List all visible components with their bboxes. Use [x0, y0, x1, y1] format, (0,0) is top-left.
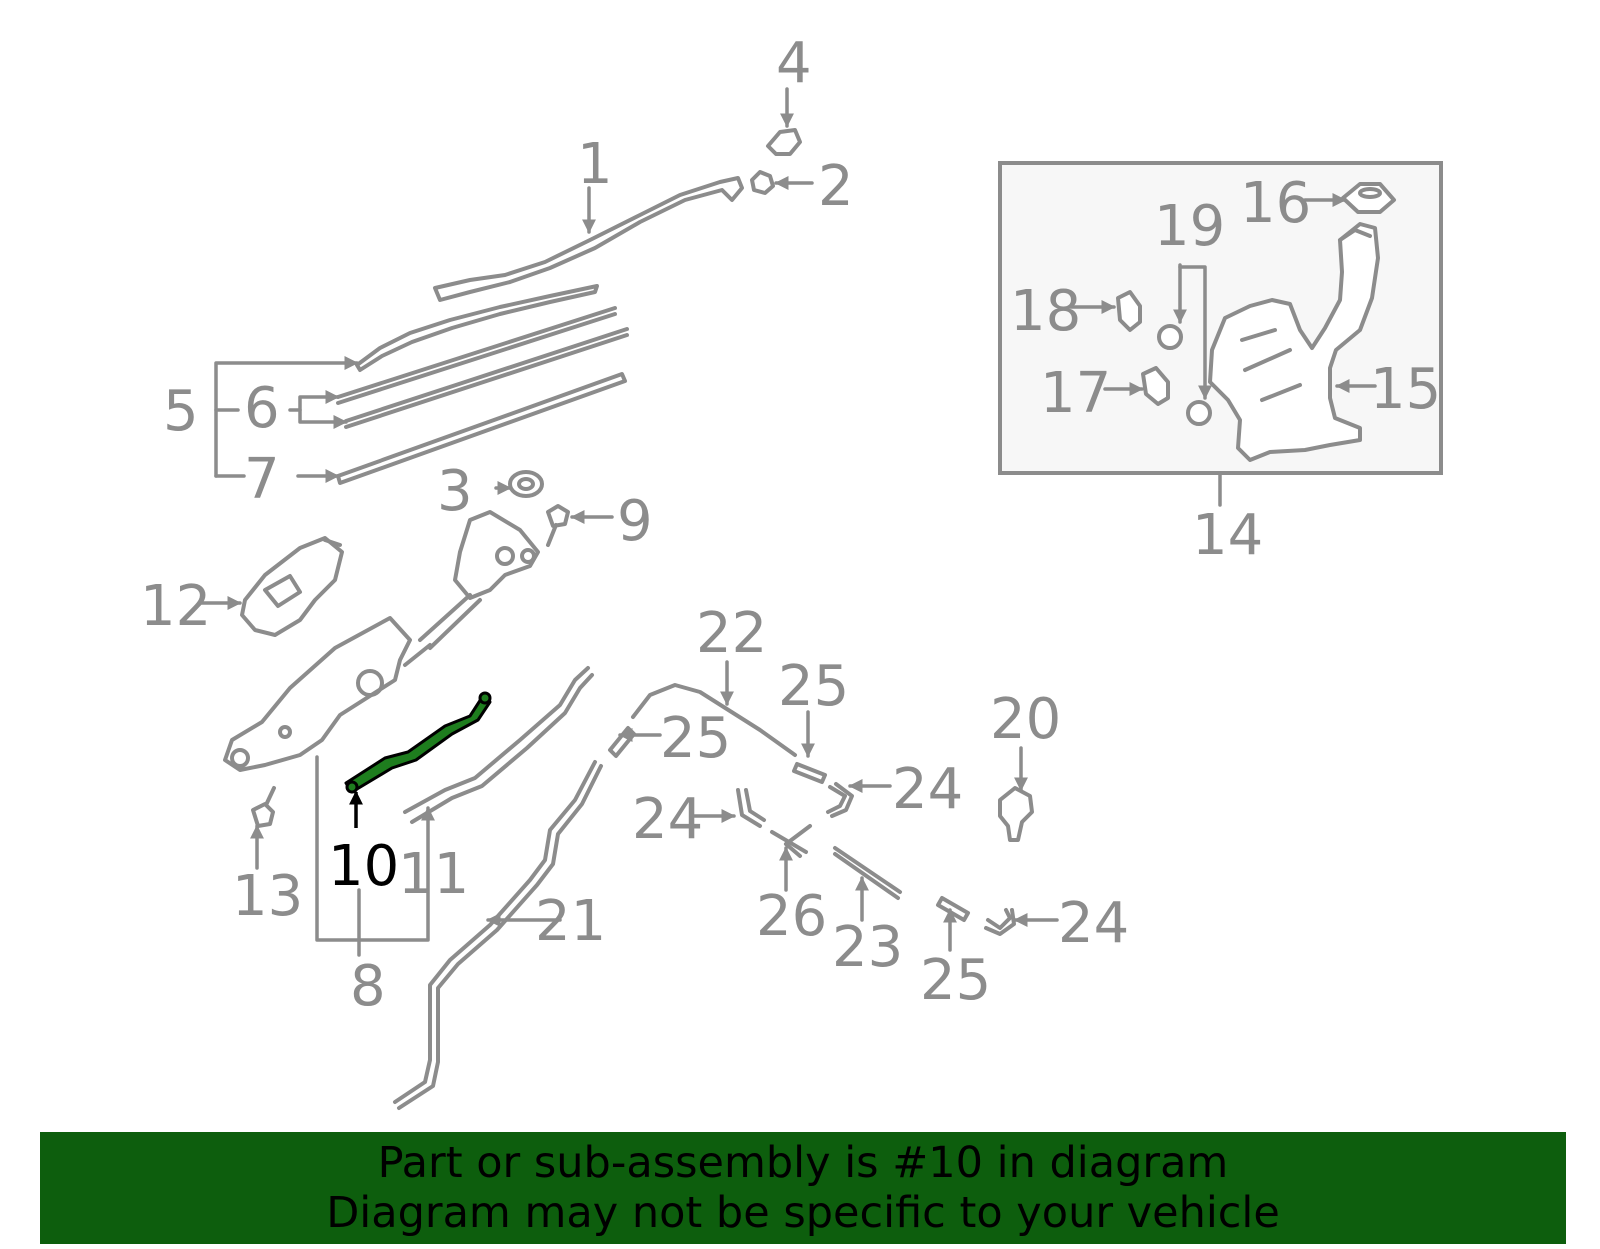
part-11-link-rod[interactable]: [403, 666, 594, 824]
part-1-wiper-arm[interactable]: [433, 176, 744, 302]
part-info-banner: Part or sub-assembly is #10 in diagram D…: [40, 1132, 1566, 1244]
part-13-bolt[interactable]: [251, 786, 276, 828]
part-17-washer-pump[interactable]: [1141, 366, 1170, 406]
label-21: 21: [535, 889, 606, 954]
part-25-connector-c[interactable]: [936, 896, 970, 922]
label-14: 14: [1192, 503, 1263, 568]
label-13: 13: [232, 864, 303, 929]
label-24a: 24: [892, 757, 963, 822]
part-4-cap[interactable]: [766, 128, 802, 156]
label-3: 3: [437, 459, 473, 524]
label-12: 12: [140, 574, 211, 639]
label-25a: 25: [660, 706, 731, 771]
label-7: 7: [244, 447, 280, 512]
label-24c: 24: [1058, 891, 1129, 956]
label-25c: 25: [920, 948, 991, 1013]
label-9: 9: [617, 489, 653, 554]
part-5-wiper-blade[interactable]: [355, 284, 599, 372]
reservoir-inset-box: [998, 161, 1443, 475]
part-23-hose[interactable]: [833, 846, 902, 900]
banner-line-disclaimer: Diagram may not be specific to your vehi…: [326, 1188, 1280, 1238]
label-20: 20: [990, 687, 1061, 752]
part-22-hose[interactable]: [631, 683, 797, 757]
part-18-washer-pump[interactable]: [1116, 290, 1142, 332]
part-24-elbow-b[interactable]: [736, 788, 766, 828]
label-2: 2: [818, 154, 854, 219]
part-2-nut[interactable]: [750, 170, 775, 195]
part-25-connector-b[interactable]: [792, 762, 827, 784]
part-10-drive-link[interactable]: [344, 691, 492, 794]
label-19: 19: [1154, 194, 1225, 259]
label-22: 22: [696, 601, 767, 666]
part-19-grommets[interactable]: [1157, 324, 1212, 426]
label-25b: 25: [778, 654, 849, 719]
label-15: 15: [1370, 357, 1441, 422]
label-10: 10: [328, 834, 399, 899]
part-26-tee[interactable]: [770, 824, 812, 858]
label-17: 17: [1040, 361, 1111, 426]
label-6: 6: [244, 376, 280, 441]
label-4: 4: [776, 31, 812, 96]
label-16: 16: [1240, 171, 1311, 236]
part-6-blade-refills[interactable]: [336, 306, 629, 429]
label-1: 1: [577, 132, 613, 197]
part-24-elbow-c[interactable]: [984, 908, 1016, 936]
part-3-washer[interactable]: [508, 470, 544, 498]
label-11: 11: [398, 842, 469, 907]
part-16-reservoir-cap[interactable]: [1341, 182, 1396, 214]
part-24-elbow-a[interactable]: [826, 782, 854, 818]
label-5: 5: [163, 379, 199, 444]
part-25-connector-a[interactable]: [608, 726, 636, 758]
part-12-wiper-motor[interactable]: [240, 536, 344, 637]
label-18: 18: [1010, 279, 1081, 344]
part-15-washer-reservoir[interactable]: [1208, 222, 1380, 462]
label-8: 8: [350, 954, 386, 1019]
label-24b: 24: [632, 787, 703, 852]
wiper-linkage-frame[interactable]: [223, 510, 540, 772]
label-23: 23: [832, 915, 903, 980]
part-9-bolt[interactable]: [546, 504, 570, 547]
part-20-nozzle[interactable]: [998, 786, 1034, 842]
label-26: 26: [756, 884, 827, 949]
banner-line-part: Part or sub-assembly is #10 in diagram: [377, 1138, 1229, 1188]
